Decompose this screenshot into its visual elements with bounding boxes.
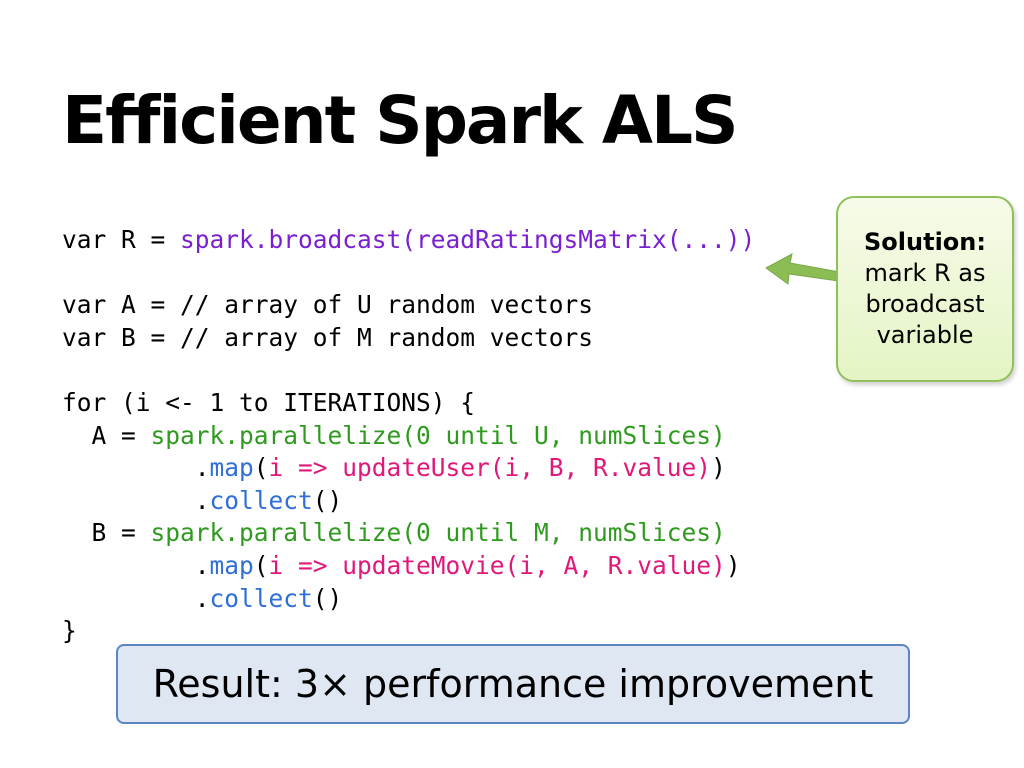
code-line: [62, 354, 755, 387]
code-token: for (i <- 1 to ITERATIONS) {: [62, 387, 476, 417]
code-token: map: [209, 453, 254, 483]
callout-line-1: mark R as: [864, 259, 986, 287]
code-token: .: [62, 453, 210, 483]
code-token: map: [209, 550, 254, 580]
code-token: (): [312, 583, 343, 613]
code-token: .: [62, 583, 210, 613]
code-token: i => updateMovie(i, A, R.value): [268, 550, 726, 580]
code-token: .: [62, 550, 210, 580]
code-line: .map(i => updateMovie(i, A, R.value)): [62, 550, 755, 583]
code-token: (: [253, 453, 269, 483]
callout-arrow-icon: [765, 253, 841, 285]
code-line: var R = spark.broadcast(readRatingsMatri…: [62, 224, 755, 257]
slide-title: Efficient Spark ALS: [62, 82, 739, 159]
code-line: [62, 257, 755, 290]
code-token: .: [62, 485, 210, 515]
code-line: for (i <- 1 to ITERATIONS) {: [62, 387, 755, 420]
code-token: ): [711, 453, 726, 483]
code-token: }: [62, 616, 77, 646]
code-token: collect: [209, 485, 313, 515]
code-block: var R = spark.broadcast(readRatingsMatri…: [62, 224, 755, 648]
code-line: var B = // array of M random vectors: [62, 322, 755, 355]
code-token: (: [253, 550, 269, 580]
code-token: spark.parallelize(0 until U, numSlices): [150, 420, 726, 450]
callout-arrow-shape: [765, 253, 841, 285]
code-token: (): [312, 485, 343, 515]
code-token: B =: [62, 518, 151, 548]
code-token: ): [725, 550, 741, 580]
code-token: var A = // array of U random vectors: [62, 290, 594, 320]
callout-line-3: variable: [876, 321, 974, 349]
code-line: B = spark.parallelize(0 until M, numSlic…: [62, 517, 755, 550]
code-line: var A = // array of U random vectors: [62, 289, 755, 322]
result-banner: Result: 3× performance improvement: [116, 644, 910, 724]
code-token: A =: [62, 420, 151, 450]
code-token: spark.parallelize(0 until M, numSlices): [150, 518, 726, 548]
code-token: var R =: [62, 225, 181, 254]
code-line: }: [62, 615, 755, 648]
callout-line-2: broadcast: [865, 290, 985, 318]
callout-heading: Solution:: [864, 228, 986, 256]
code-token: i => updateUser(i, B, R.value): [268, 453, 712, 483]
code-line: .map(i => updateUser(i, B, R.value)): [62, 452, 755, 485]
code-line: A = spark.parallelize(0 until U, numSlic…: [62, 420, 755, 453]
code-token: spark.broadcast(readRatingsMatrix(...)): [180, 225, 756, 254]
code-token: collect: [209, 583, 313, 613]
code-line: .collect(): [62, 583, 755, 616]
code-token: var B = // array of M random vectors: [62, 322, 594, 352]
solution-callout: Solution: mark R as broadcast variable: [836, 196, 1014, 382]
code-line: .collect(): [62, 485, 755, 518]
